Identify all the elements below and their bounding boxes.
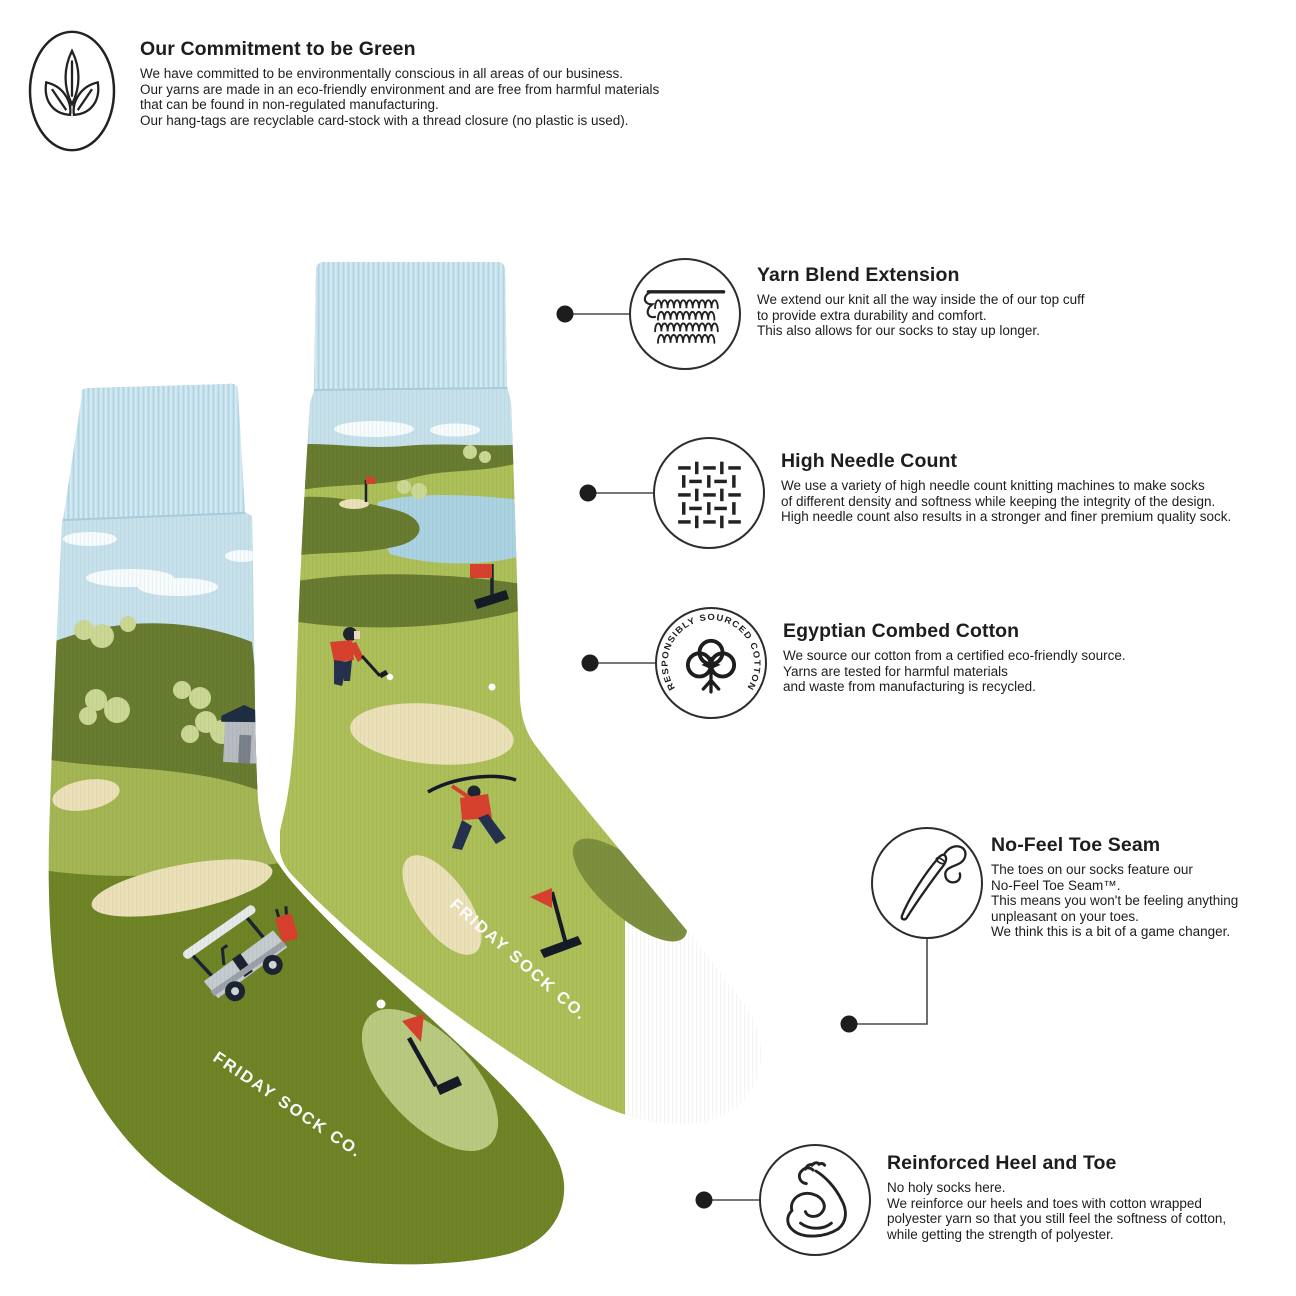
connector-toe-seam (849, 939, 928, 1025)
left-sock: FRIDAY SOCK CO. (48, 383, 565, 1265)
callout-line: We think this is a bit of a game changer… (991, 924, 1231, 940)
callout-line: We source our cotton from a certified ec… (783, 648, 1126, 663)
connector-dot (579, 484, 597, 502)
callout-line: of different density and softness while … (781, 493, 1216, 509)
left-sock-cuff (63, 383, 245, 520)
callout-line: No-Feel Toe Seam™. (991, 877, 1121, 893)
callout-line: No holy socks here. (887, 1180, 1006, 1195)
knit-icon-circle (629, 258, 741, 370)
callout-line: This also allows for our socks to stay u… (757, 323, 1040, 339)
callout-title-needle-count: High Needle Count (781, 450, 958, 472)
callout-title-cotton: Egyptian Combed Cotton (783, 620, 1020, 642)
green-commitment-line: We have committed to be environmentally … (140, 66, 623, 81)
right-sock-cuff (314, 262, 507, 390)
bicep-icon-circle (759, 1144, 871, 1256)
green-commitment-line: Our hang-tags are recyclable card-stock … (140, 112, 629, 128)
eco-leaves-icon (26, 28, 118, 154)
callout-line: and waste from manufacturing is recycled… (783, 679, 1036, 695)
callout-title-heel-toe: Reinforced Heel and Toe (887, 1152, 1117, 1174)
needle-count-icon-circle (653, 437, 765, 549)
callout-line: We extend our knit all the way inside th… (757, 292, 1085, 307)
callout-title-toe-seam: No-Feel Toe Seam (991, 834, 1161, 856)
callout-title-yarn-blend: Yarn Blend Extension (757, 264, 960, 286)
needle-count-icon (678, 461, 741, 529)
bicep-icon (786, 1161, 847, 1238)
callout-line: We reinforce our heels and toes with cot… (887, 1195, 1202, 1211)
cotton-icon: RESPONSIBLY SOURCED COTTON (660, 612, 761, 694)
connector-dot (581, 654, 599, 672)
connector-dot (556, 305, 574, 323)
callout-line: polyester yarn so that you still feel th… (887, 1211, 1227, 1227)
callout-line: to provide extra durability and comfort. (757, 307, 987, 323)
knit-icon (643, 290, 726, 344)
connector-dot (695, 1191, 713, 1209)
connector-dot (840, 1015, 858, 1033)
green-commitment-line: Our yarns are made in an eco-friendly en… (140, 81, 660, 97)
callout-line: while getting the strength of polyester. (887, 1226, 1114, 1242)
callout-line: Yarns are tested for harmful materials (783, 663, 1008, 679)
callout-line: High needle count also results in a stro… (781, 509, 1232, 525)
callout-line: We use a variety of high needle count kn… (781, 478, 1205, 493)
cotton-badge-icon-circle: RESPONSIBLY SOURCED COTTON (655, 607, 767, 719)
green-commitment-title: Our Commitment to be Green (140, 38, 416, 60)
green-commitment-line: that can be found in non-regulated manuf… (140, 97, 439, 113)
callout-line: unpleasant on your toes. (991, 908, 1139, 924)
sewing-needle-icon (900, 845, 967, 921)
callout-line: The toes on our socks feature our (991, 862, 1193, 877)
sewing-needle-icon-circle (871, 827, 983, 939)
callout-line: This means you won't be feeling anything (991, 893, 1239, 909)
